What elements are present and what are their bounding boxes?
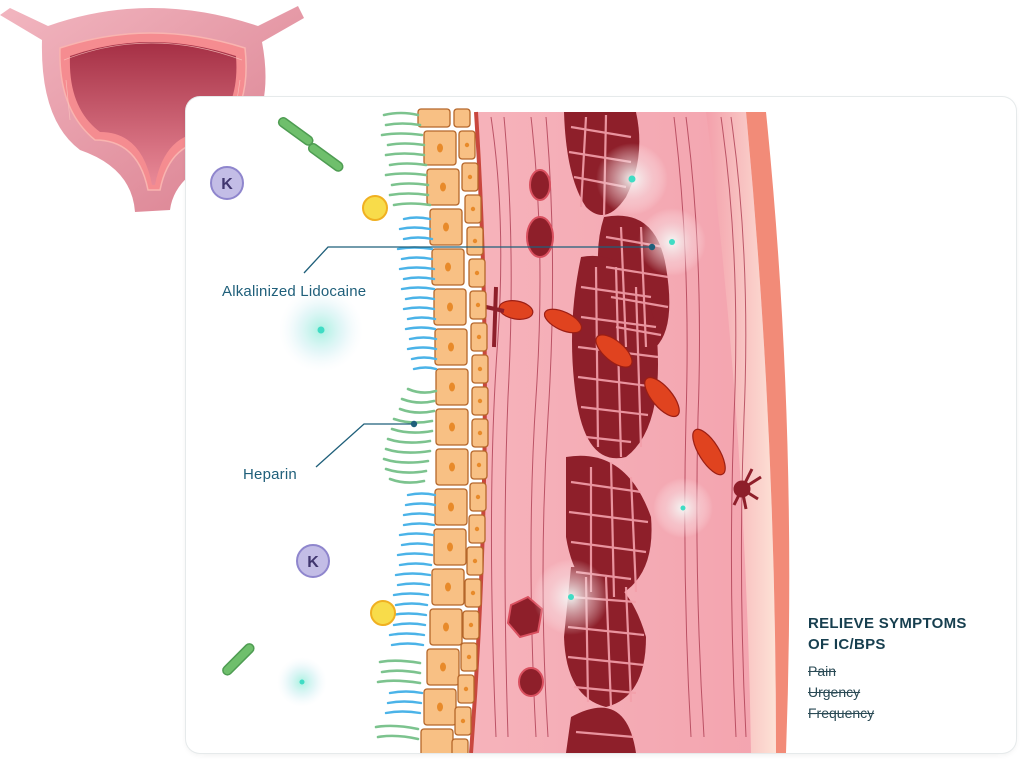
potassium-ion-icon: K: [210, 166, 244, 200]
tissue-cross-section-card: K K Alkalinized Lidocaine Heparin RELIEV…: [186, 97, 1016, 753]
svg-text:K: K: [307, 554, 319, 571]
gag-layer-blue: [384, 216, 438, 715]
symptom-frequency: Frequency: [808, 705, 875, 721]
nerve-ending-icon: [732, 468, 762, 510]
lidocaine-molecule-icon: [277, 288, 363, 707]
yellow-particle-icon: [362, 195, 396, 626]
symptoms-panel: RELIEVE SYMPTOMS OF IC/BPS Pain Urgency …: [808, 613, 967, 724]
potassium-ion-icon: K: [296, 544, 330, 578]
symptoms-title-line1: RELIEVE SYMPTOMS: [808, 615, 967, 632]
symptoms-title: RELIEVE SYMPTOMS OF IC/BPS: [808, 613, 967, 655]
symptoms-title-line2: OF IC/BPS: [808, 636, 886, 653]
bacteria-rod-icon: [222, 117, 344, 676]
svg-text:K: K: [221, 176, 233, 193]
symptom-pain: Pain: [808, 663, 837, 679]
symptom-urgency: Urgency: [808, 684, 861, 700]
heparin-label: Heparin: [243, 466, 297, 483]
alkalinized-lidocaine-label: Alkalinized Lidocaine: [222, 283, 367, 300]
bladder-illustration: [0, 6, 304, 212]
bladder-wall-cross-section: [222, 108, 790, 753]
